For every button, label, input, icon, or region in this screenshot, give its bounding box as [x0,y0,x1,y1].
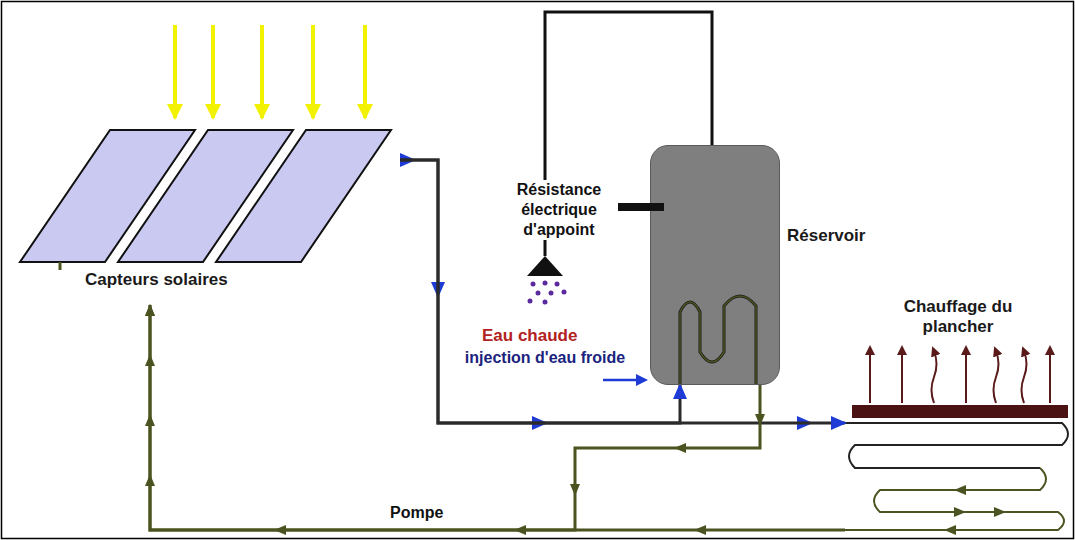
storage-tank: Réservoir [650,145,780,385]
pipe-connector [400,160,680,423]
solar-collector-group: Capteurs solaires [15,120,400,305]
node-title: Réservoir [787,226,865,246]
node-title: Chauffage du plancher [873,297,1043,337]
solar-panels [20,130,391,262]
floor-coil-return [845,468,1064,530]
cold-water-label: injection d'eau froide [450,348,640,368]
cold-water-arrow [603,379,640,382]
floor-coil [845,423,1068,468]
sun-rays [175,25,365,118]
floor-plate [852,405,1068,418]
water-drops [528,281,567,305]
panel-inlet [59,262,62,270]
hot-water-label: Eau chaude [482,326,577,346]
pump-label: Pompe [388,503,445,523]
node-title: Capteurs solaires [85,270,228,290]
heat-arrows [870,350,1050,403]
floor-heating: Chauffage du plancher [845,295,1070,535]
heater-label: Résistance électrique d'appoint [500,180,618,240]
cold-water-arrowhead [636,374,648,386]
shower-head [527,256,563,276]
